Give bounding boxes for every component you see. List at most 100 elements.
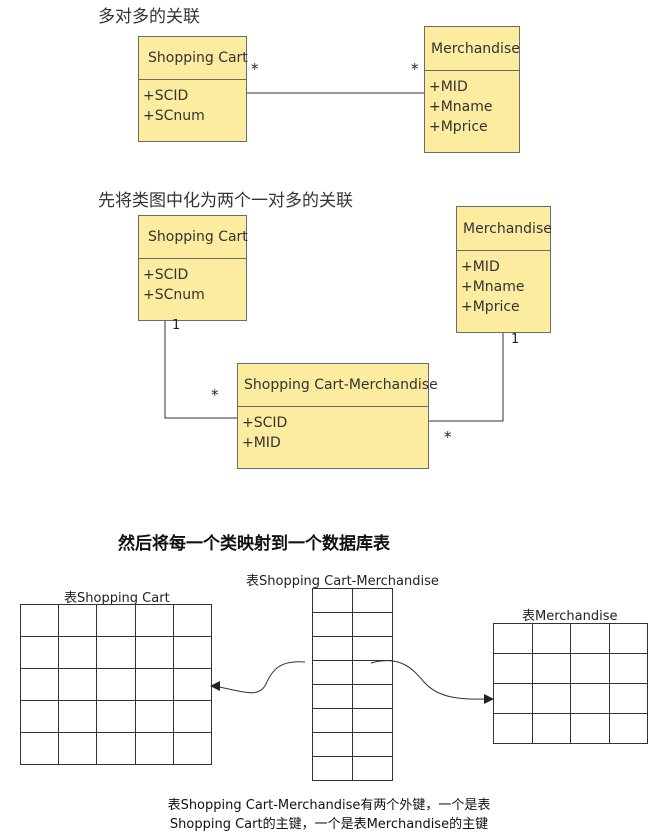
table-grid-cell (96, 636, 136, 669)
table-grid-cell (172, 636, 213, 669)
table-grid-row (493, 713, 648, 744)
table-grid-cell (352, 588, 393, 613)
table-grid-cell (58, 732, 98, 765)
attribute: +MID (242, 435, 281, 451)
table-grid-cell (19, 700, 60, 733)
multiplicity-cart: * (251, 60, 259, 78)
fk-arrow-to-merch (370, 660, 491, 700)
table-grid-cell (96, 700, 136, 733)
table-grid-row (312, 708, 393, 733)
table-label-shopping-cart-merchandise: 表Shopping Cart-Merchandise (246, 574, 439, 589)
table-grid-row (493, 623, 648, 654)
class-name: Merchandise (457, 207, 552, 251)
table-grid-cell (58, 636, 98, 669)
class-attributes: +SCID +MID (238, 407, 428, 453)
class-attributes: +MID +Mname +Mprice (457, 251, 550, 317)
class-name: Merchandise (425, 27, 520, 71)
multiplicity-cart-one: 1 (172, 318, 181, 333)
class-shopping-cart-1: Shopping Cart +SCID +SCnum (138, 36, 248, 142)
table-grid-cell (312, 708, 353, 733)
table-grid-cell (312, 612, 353, 637)
foreign-key-note: 表Shopping Cart-Merchandise有两个外键，一个是表 Sho… (0, 796, 658, 834)
class-name: Shopping Cart (139, 37, 248, 80)
table-grid-cell (570, 623, 610, 654)
table-grid-cell (19, 604, 60, 637)
table-label-shopping-cart: 表Shopping Cart (64, 591, 170, 606)
table-grid-cell (608, 713, 648, 744)
table-grid-cell (19, 636, 60, 669)
attribute: +MID (429, 79, 468, 95)
multiplicity-merch-one: 1 (511, 332, 520, 347)
table-grid-cell (531, 653, 571, 684)
table-grid-row (312, 684, 393, 709)
assoc-line-merch-to-link (429, 333, 504, 422)
table-grid-cell (19, 668, 60, 701)
table-grid-row (19, 668, 213, 701)
table-grid-cell (96, 732, 136, 765)
table-grid-cell (352, 612, 393, 637)
table-grid-cell (570, 713, 610, 744)
note-line-2: Shopping Cart的主键，一个是表Merchandise的主键 (169, 817, 489, 832)
table-grid-cell (19, 732, 60, 765)
table-grid-cell (312, 732, 353, 757)
attribute: +Mprice (429, 119, 488, 135)
table-grid-cell (352, 756, 393, 781)
heading-split: 先将类图中化为两个一对多的关联 (98, 191, 353, 211)
table-grid-cell (608, 653, 648, 684)
table-grid-cell (493, 683, 533, 714)
table-grid-cell (172, 700, 213, 733)
table-grid-cell (352, 708, 393, 733)
class-merchandise-1: Merchandise +MID +Mname +Mprice (424, 26, 520, 153)
table-grid-cell (96, 668, 136, 701)
table-grid-cell (493, 713, 533, 744)
table-grid-cell (312, 588, 353, 613)
table-grid-row (19, 636, 213, 669)
class-attributes: +SCID +SCnum (139, 80, 246, 126)
table-grid-cell (493, 623, 533, 654)
table-grid-cell (312, 756, 353, 781)
table-grid-row (312, 756, 393, 781)
multiplicity-link-right: * (444, 428, 452, 446)
table-grid-merchandise (493, 623, 648, 744)
table-grid-cell (312, 660, 353, 685)
table-grid-row (312, 588, 393, 613)
class-shopping-cart-2: Shopping Cart +SCID +SCnum (138, 215, 248, 321)
table-grid-cell (608, 683, 648, 714)
table-grid-cell (352, 684, 393, 709)
fk-arrowhead-cart (210, 681, 220, 691)
fk-arrowhead-merch (484, 694, 494, 704)
table-grid-cell (172, 668, 213, 701)
attribute: +Mname (429, 99, 493, 115)
table-grid-cell (134, 604, 174, 637)
assoc-line-cart-to-link (164, 320, 237, 419)
attribute: +Mname (461, 279, 525, 295)
table-grid-cell (134, 732, 174, 765)
table-grid-row (312, 732, 393, 757)
table-grid-cell (134, 636, 174, 669)
table-grid-cell (134, 700, 174, 733)
table-grid-row (19, 604, 213, 637)
table-grid-cell (531, 623, 571, 654)
table-grid-row (19, 732, 213, 765)
table-grid-cell (570, 653, 610, 684)
class-name: Shopping Cart-Merchandise (238, 364, 438, 407)
attribute: +SCID (242, 415, 288, 431)
heading-mapping: 然后将每一个类映射到一个数据库表 (118, 534, 390, 554)
note-line-1: 表Shopping Cart-Merchandise有两个外键，一个是表 (167, 798, 491, 813)
table-grid-cell (352, 732, 393, 757)
attribute: +SCnum (143, 287, 205, 303)
class-merchandise-2: Merchandise +MID +Mname +Mprice (456, 206, 552, 333)
table-grid-row (312, 636, 393, 661)
class-name: Shopping Cart (139, 216, 248, 259)
heading-many-to-many: 多对多的关联 (98, 7, 200, 27)
table-grid-cell (58, 604, 98, 637)
attribute: +MID (461, 259, 500, 275)
table-grid-shopping-cart (19, 604, 213, 765)
class-attributes: +MID +Mname +Mprice (425, 71, 519, 137)
class-shopping-cart-merchandise: Shopping Cart-Merchandise +SCID +MID (237, 363, 438, 469)
class-attributes: +SCID +SCnum (139, 259, 246, 305)
attribute: +Mprice (461, 299, 520, 315)
multiplicity-merchandise: * (411, 60, 419, 78)
fk-arrow-to-cart (212, 661, 306, 694)
table-grid-cell (96, 604, 136, 637)
